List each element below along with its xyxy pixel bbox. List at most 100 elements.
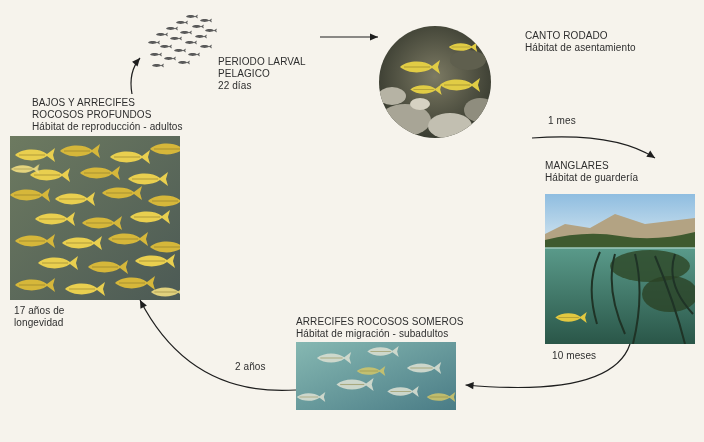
illustration-path xyxy=(633,254,640,344)
illustration-use xyxy=(128,172,168,186)
illustration-use xyxy=(200,45,212,49)
arrow-head xyxy=(466,382,474,389)
stage-node: MANGLARESHábitat de guardería xyxy=(545,158,697,344)
illustration-path xyxy=(672,254,693,314)
illustration-use xyxy=(102,186,142,200)
illustration-g xyxy=(400,42,480,95)
longevity-note: 17 años de longevidad xyxy=(14,305,76,329)
arrow-line xyxy=(140,300,296,390)
illustration-ellipse xyxy=(450,50,486,70)
illustration-g xyxy=(592,252,693,344)
illustration-use xyxy=(15,278,55,292)
cycle-arrow xyxy=(131,58,140,94)
illustration-use xyxy=(297,392,326,402)
illustration-use xyxy=(150,240,180,254)
illustration-use xyxy=(35,212,75,226)
illustration-use xyxy=(410,84,441,95)
stage-node: ARRECIFES ROCOSOS SOMEROSHábitat de migr… xyxy=(296,316,466,410)
illustration-use xyxy=(170,37,182,41)
illustration-ellipse xyxy=(428,113,472,139)
stage-node: BAJOS Y ARRECIFES ROCOSOS PROFUNDOSHábit… xyxy=(10,94,185,300)
illustration-use xyxy=(65,282,105,296)
illustration-use xyxy=(55,192,95,206)
arrow-line xyxy=(532,137,655,158)
arrow-head xyxy=(140,300,147,309)
habitat-note: Hábitat de migración - subadultos xyxy=(296,328,466,340)
illustration-use xyxy=(115,276,155,290)
illustration-use xyxy=(88,260,128,274)
illustration-use xyxy=(15,148,55,162)
illustration-use xyxy=(336,378,373,391)
illustration-g xyxy=(10,136,180,300)
illustration-use xyxy=(152,64,164,68)
illustration-use xyxy=(166,27,178,31)
illustration-use xyxy=(176,21,188,25)
illustration-use xyxy=(80,166,120,180)
mangrove-photo xyxy=(545,194,698,344)
illustration-use xyxy=(60,144,100,158)
stage-heading: BAJOS Y ARRECIFES ROCOSOS PROFUNDOS xyxy=(32,97,157,121)
illustration-use xyxy=(205,29,217,33)
illustration-use xyxy=(427,392,456,402)
illustration-path xyxy=(592,252,600,324)
cobble-photo xyxy=(378,26,496,139)
illustration-use xyxy=(135,254,175,268)
cycle-arrow xyxy=(466,344,630,389)
arrow-line xyxy=(320,36,378,37)
illustration-g xyxy=(555,312,586,323)
illustration-use xyxy=(317,352,351,364)
illustration-ellipse xyxy=(378,87,406,105)
illustration-ellipse xyxy=(410,98,430,110)
illustration-use xyxy=(156,33,168,37)
illustration-use xyxy=(174,49,186,53)
edge-label-holder: 2 años xyxy=(235,361,266,373)
illustration-use xyxy=(11,164,40,174)
illustration-g xyxy=(15,148,175,296)
arrow-head xyxy=(646,151,655,158)
arrow-line xyxy=(466,344,630,388)
illustration-rect xyxy=(296,342,456,410)
illustration-path xyxy=(655,256,685,344)
edge-label-holder: 1 mes xyxy=(548,115,576,127)
illustration-use xyxy=(148,41,160,45)
illustration-use xyxy=(82,216,122,230)
illustration-use xyxy=(110,150,150,164)
illustration-use xyxy=(150,53,162,57)
illustration-ellipse xyxy=(464,98,496,122)
illustration-use xyxy=(367,346,398,357)
habitat-note: Hábitat de guardería xyxy=(545,172,697,184)
illustration-use xyxy=(192,25,204,29)
shallow-reef-photo xyxy=(296,342,456,410)
arrow-line xyxy=(131,58,140,94)
larvae-school xyxy=(148,15,217,68)
cycle-arrow xyxy=(140,300,296,390)
illustration-use xyxy=(108,232,148,246)
illustration-use xyxy=(150,142,180,156)
duration-label: 2 años xyxy=(235,361,266,373)
illustration-line xyxy=(545,247,695,249)
deep-reef-photo xyxy=(10,136,190,300)
illustration-rect xyxy=(10,136,180,300)
illustration-use xyxy=(449,42,478,52)
illustration-use xyxy=(62,236,102,250)
illustration-g xyxy=(357,366,456,402)
illustration-use xyxy=(555,312,586,323)
illustration-g xyxy=(297,346,441,402)
stage-node: PERIODO LARVAL PELAGICO22 días xyxy=(140,10,320,94)
illustration-use xyxy=(160,45,172,49)
stage-node: CANTO RODADOHábitat de asentamiento xyxy=(378,26,638,138)
illustration-use xyxy=(178,61,190,65)
illustration-use xyxy=(151,286,180,298)
illustration-use xyxy=(164,57,176,61)
cycle-arrow xyxy=(532,137,655,158)
illustration-path xyxy=(612,254,625,334)
illustration-use xyxy=(148,194,180,208)
illustration-use xyxy=(200,19,212,23)
habitat-note: 22 días xyxy=(218,80,320,92)
illustration-use xyxy=(195,35,207,39)
illustration-use xyxy=(387,386,418,397)
illustration-use xyxy=(407,362,441,374)
